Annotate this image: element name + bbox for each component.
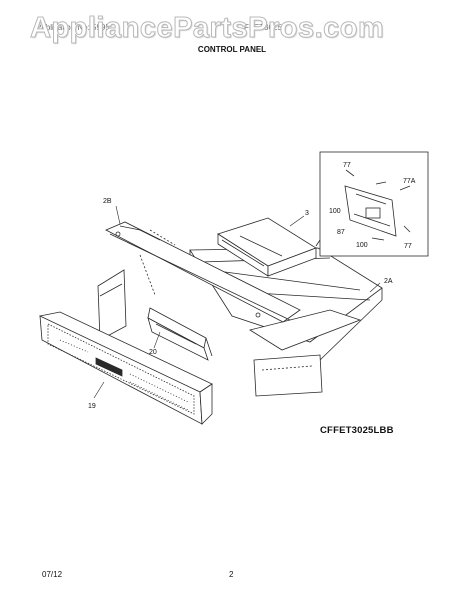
left-side-bracket — [97, 269, 127, 341]
part-19-control-panel — [39, 311, 213, 425]
callout-2b: 2B — [103, 198, 112, 205]
callout-2a: 2A — [384, 278, 393, 285]
part-2a-body — [189, 247, 383, 397]
part-20-bracket — [147, 307, 213, 361]
model-number: CFFET3025LBB — [320, 425, 394, 436]
footer-date: 07/12 — [42, 570, 63, 579]
model-header: FFET3025L — [244, 23, 287, 32]
callout-77-bottom: 77 — [404, 243, 412, 250]
callout-77-top: 77 — [343, 162, 351, 169]
footer-page-number: 2 — [229, 570, 234, 579]
watermark-logo: AppliancePartsPros.com — [29, 12, 385, 45]
leader-lines — [93, 205, 381, 399]
inset-detail-box — [315, 151, 429, 257]
callout-19: 19 — [88, 403, 96, 410]
part-2b-cover — [105, 221, 301, 323]
callout-100-bottom: 100 — [356, 242, 368, 249]
page-title: CONTROL PANEL — [197, 45, 267, 54]
callout-87: 87 — [337, 229, 345, 236]
callout-100-left: 100 — [329, 208, 341, 215]
callout-20: 20 — [149, 349, 157, 356]
callout-3: 3 — [305, 210, 309, 217]
part-3-module — [217, 217, 317, 277]
publication-number: Publication No: 5995 — [36, 23, 110, 32]
callout-77a: 77A — [403, 178, 416, 185]
